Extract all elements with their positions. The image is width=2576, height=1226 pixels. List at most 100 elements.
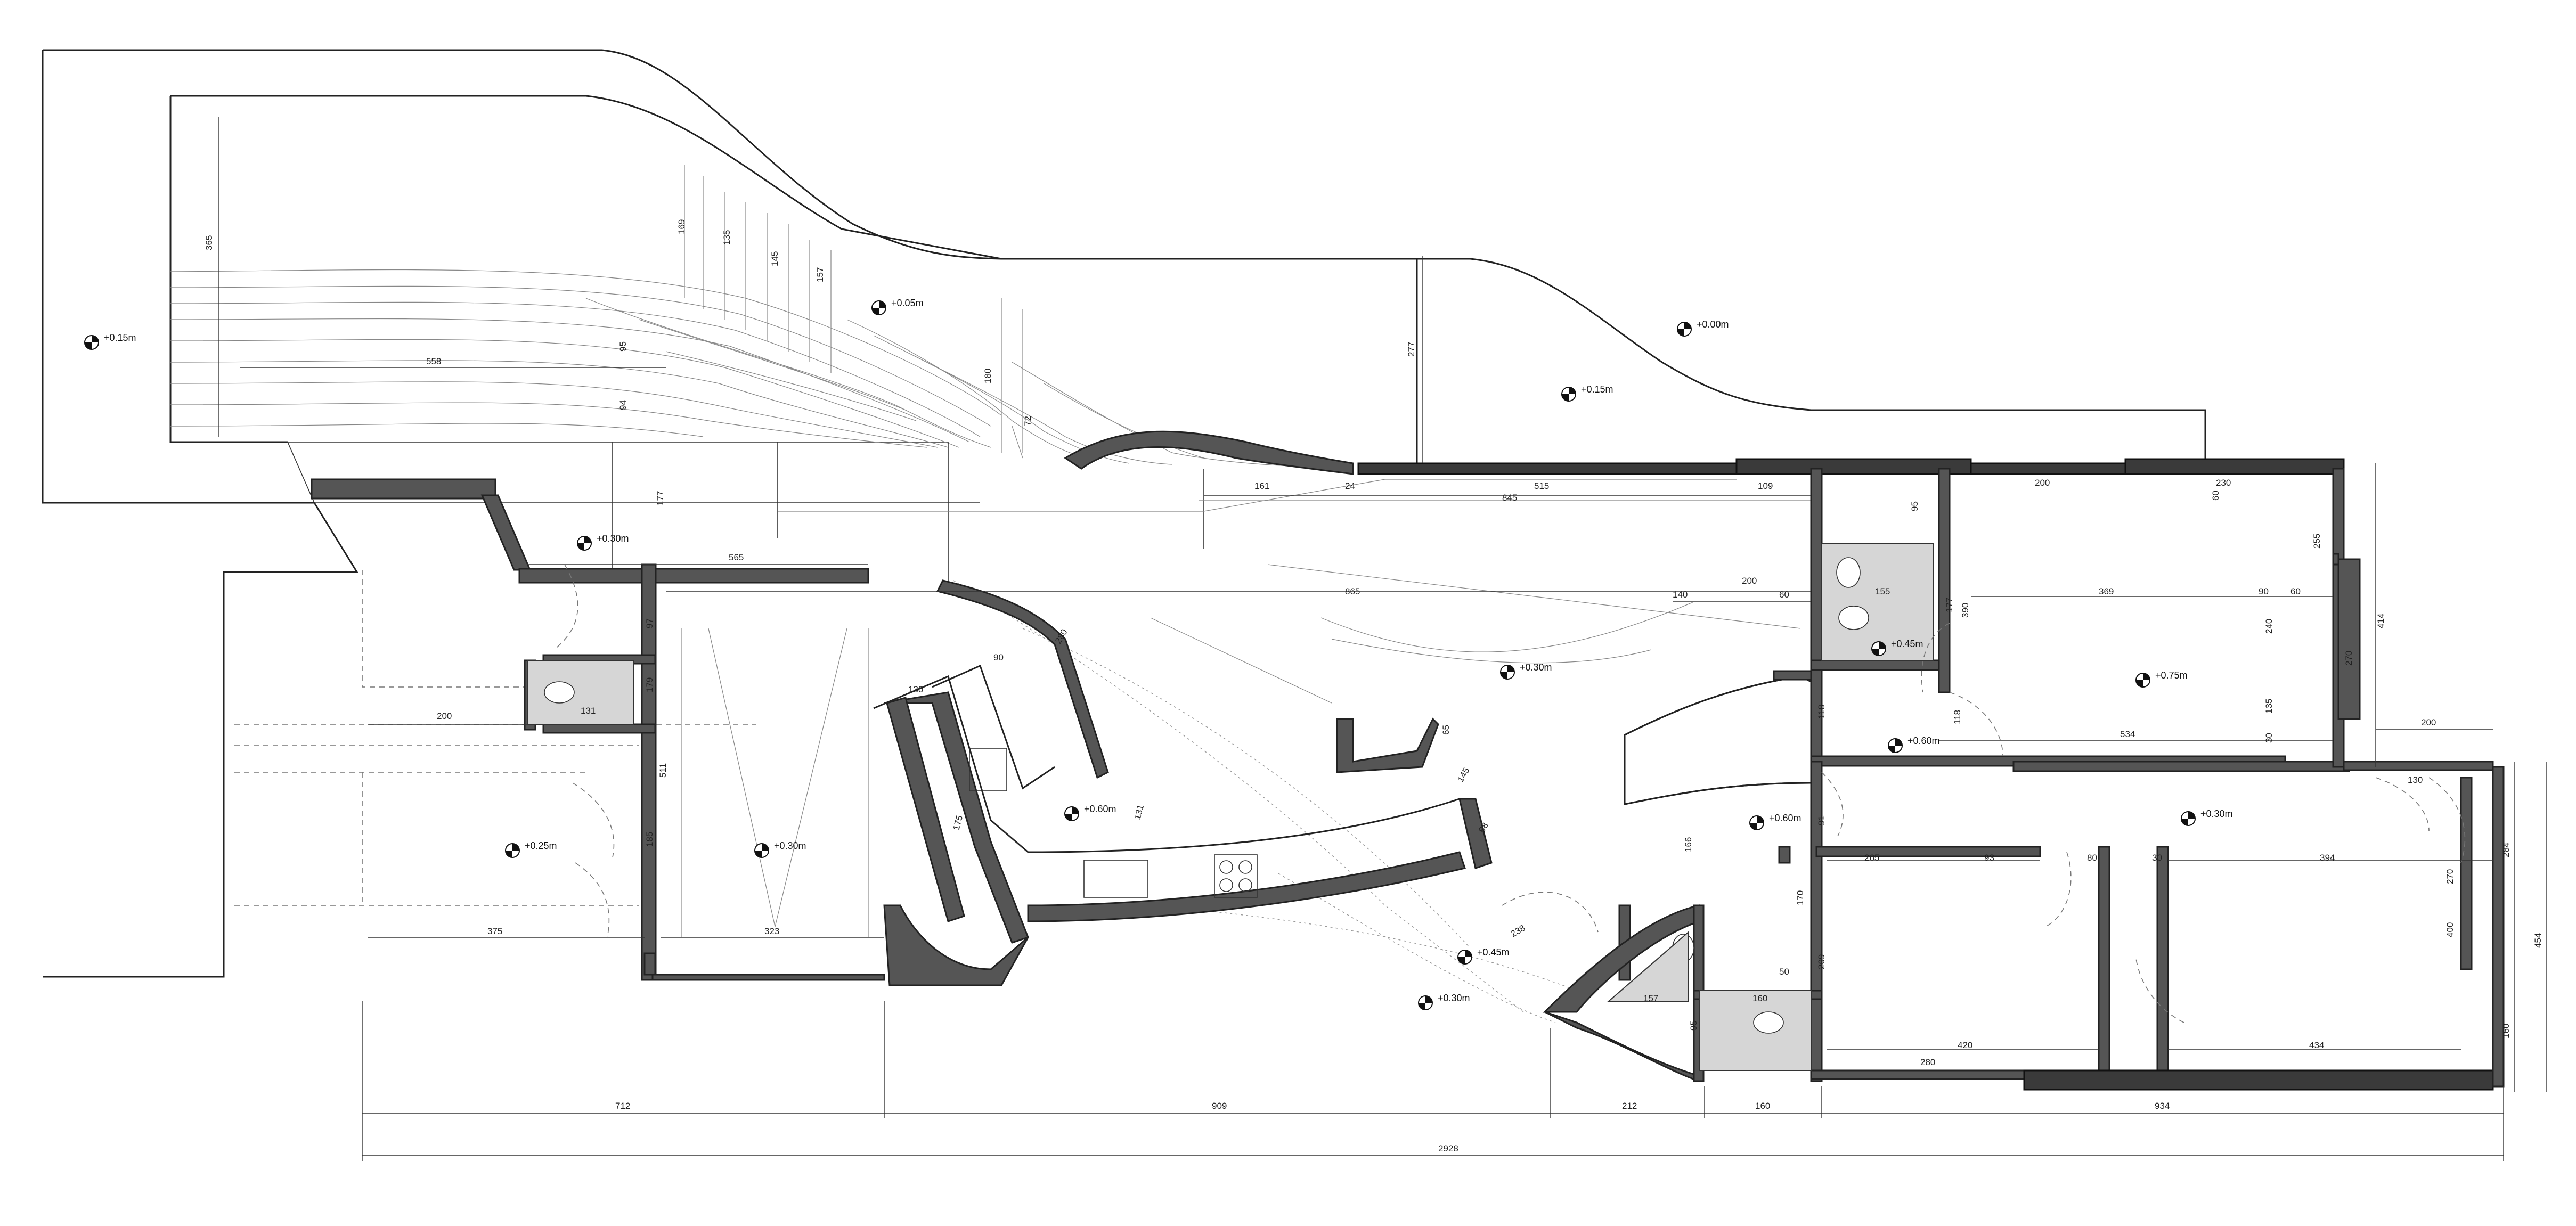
svg-text:+0.05m: +0.05m — [891, 298, 924, 308]
level-marker: +0.60m — [1064, 804, 1116, 821]
dim-240: 240 — [2264, 619, 2274, 634]
glass-corridor — [1064, 430, 1354, 475]
dim-131: 131 — [581, 706, 596, 716]
dim-60-c: 60 — [2211, 491, 2221, 501]
dim-265: 265 — [1864, 853, 1879, 863]
dim-200-b: 200 — [2035, 478, 2050, 488]
dim-72: 72 — [1023, 416, 1033, 426]
dim-277: 277 — [1406, 342, 1416, 357]
dim-160-b: 160 — [1752, 993, 1767, 1003]
dim-95-c: 95 — [1689, 1020, 1699, 1031]
dim-845: 845 — [1502, 493, 1517, 503]
dim-414: 414 — [2376, 614, 2386, 628]
level-marker: +0.15m — [1561, 384, 1613, 402]
level-marker: +0.25m — [505, 840, 557, 858]
dim-180: 180 — [983, 369, 993, 383]
level-marker: +0.45m — [1871, 639, 1923, 656]
dim-161: 161 — [1254, 481, 1269, 491]
dim-80: 80 — [2087, 853, 2097, 863]
dim-270: 270 — [2344, 651, 2354, 666]
dim-365: 365 — [204, 235, 214, 250]
dim-434: 434 — [2309, 1040, 2324, 1050]
dim-91: 91 — [1816, 815, 1827, 825]
dim-97: 97 — [645, 618, 655, 628]
level-marker: +0.45m — [1457, 947, 1510, 965]
level-marker: +0.30m — [577, 533, 629, 551]
dim-200: 200 — [1742, 576, 1757, 586]
dim-90: 90 — [2259, 586, 2269, 596]
dim-909: 909 — [1212, 1101, 1227, 1111]
dim-284: 284 — [2501, 843, 2511, 857]
site-outline — [42, 49, 2206, 978]
level-marker: +0.05m — [871, 298, 924, 315]
dim-145: 145 — [770, 251, 780, 266]
dim-160: 160 — [2501, 1024, 2511, 1039]
svg-text:+0.45m: +0.45m — [1891, 639, 1923, 649]
dim-160-c: 160 — [1755, 1101, 1770, 1111]
dim-95: 95 — [618, 341, 628, 352]
dim-177-b: 177 — [1944, 598, 1954, 612]
dim-145-b: 145 — [1455, 766, 1472, 784]
svg-text:+0.30m: +0.30m — [1438, 993, 1470, 1003]
svg-text:+0.30m: +0.30m — [774, 840, 806, 851]
dim-24: 24 — [1345, 481, 1355, 491]
dim-50: 50 — [1779, 967, 1789, 977]
dim-511: 511 — [658, 763, 668, 778]
dim-94: 94 — [618, 400, 628, 410]
dim-135-b: 135 — [2264, 699, 2274, 714]
dim-118-b: 118 — [1952, 710, 1962, 724]
dim-209: 209 — [1816, 954, 1827, 969]
dim-200-c: 200 — [2421, 717, 2436, 728]
level-marker: +0.30m — [754, 840, 806, 858]
svg-text:+0.30m: +0.30m — [1520, 662, 1552, 673]
dim-175: 175 — [951, 814, 965, 831]
level-marker: +0.75m — [2135, 670, 2188, 688]
svg-text:+0.30m: +0.30m — [597, 533, 629, 544]
dim-157-b: 157 — [1643, 993, 1658, 1003]
dim-255: 255 — [2312, 534, 2322, 549]
level-marker: +0.00m — [1677, 319, 1729, 337]
dim-131-b: 131 — [1132, 804, 1146, 821]
dim-230: 230 — [2216, 478, 2231, 488]
svg-text:+0.45m: +0.45m — [1477, 947, 1510, 958]
dim-454: 454 — [2533, 933, 2543, 948]
dim-420: 420 — [1958, 1040, 1972, 1050]
svg-text:+0.75m: +0.75m — [2155, 670, 2188, 681]
dim-169: 169 — [676, 219, 687, 234]
dimension-labels: 558 365 169 135 145 157 95 94 180 72 277… — [204, 219, 2543, 1154]
dim-390: 390 — [1960, 603, 1970, 618]
dim-558: 558 — [426, 356, 441, 366]
dim-934: 934 — [2155, 1101, 2170, 1111]
dim-400: 400 — [2445, 922, 2455, 937]
svg-text:+0.60m: +0.60m — [1907, 735, 1940, 746]
svg-text:+0.00m: +0.00m — [1697, 319, 1729, 330]
dim-270-b: 270 — [2445, 869, 2455, 884]
bathrooms — [527, 543, 1934, 1071]
svg-text:+0.30m: +0.30m — [2200, 808, 2233, 819]
dim-90-b: 90 — [993, 652, 1004, 663]
dim-166: 166 — [1683, 837, 1693, 852]
dim-238: 238 — [1509, 923, 1527, 939]
level-marker: +0.30m — [2181, 808, 2233, 826]
svg-text:+0.25m: +0.25m — [525, 840, 557, 851]
level-markers: +0.15m +0.05m +0.00m +0.15m +0.30m +0.30… — [84, 298, 2233, 1010]
dim-369: 369 — [2099, 586, 2114, 596]
dim-135: 135 — [722, 230, 732, 245]
dim-200-d: 200 — [437, 711, 452, 721]
level-marker: +0.15m — [84, 332, 136, 350]
walls — [311, 458, 2505, 1091]
dim-712: 712 — [615, 1101, 630, 1111]
dim-109: 109 — [1758, 481, 1773, 491]
dimension-lines — [218, 117, 2547, 1161]
dim-30: 30 — [2264, 733, 2274, 743]
dim-394: 394 — [2320, 853, 2335, 863]
dim-140: 140 — [1673, 590, 1688, 600]
level-marker: +0.60m — [1888, 735, 1940, 753]
dim-95-b: 95 — [1910, 501, 1920, 511]
svg-text:+0.60m: +0.60m — [1769, 813, 1801, 823]
dim-865: 865 — [1345, 586, 1360, 596]
level-marker: +0.30m — [1500, 662, 1552, 680]
dim-177: 177 — [655, 491, 665, 506]
dim-130-b: 130 — [908, 684, 923, 694]
